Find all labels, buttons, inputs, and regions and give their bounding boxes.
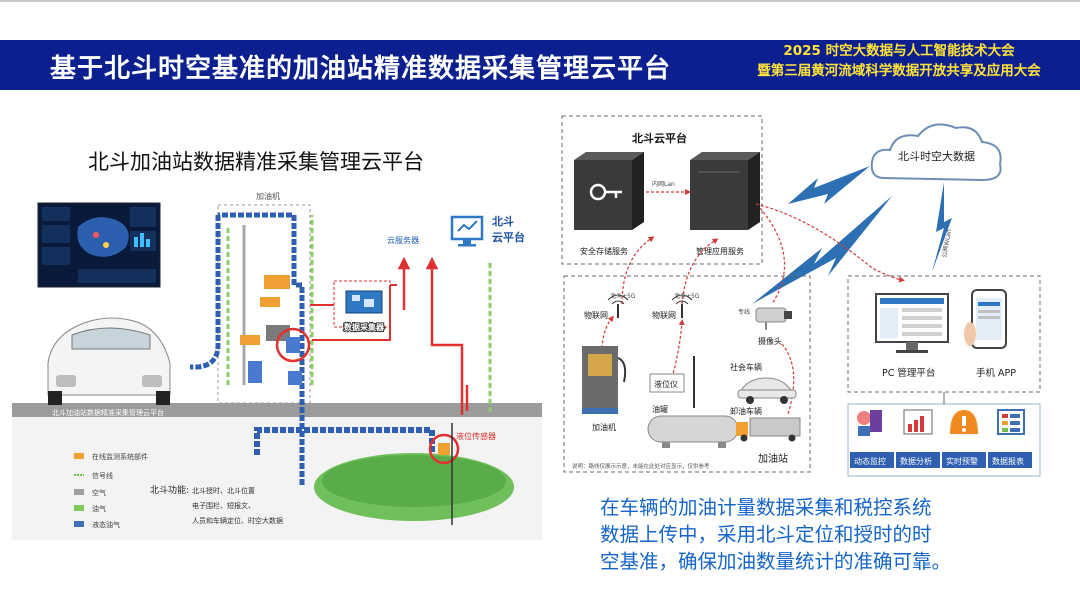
note-text: 说明：路线仅展示示意，未能在此处对应显示，仅供参考 <box>572 462 710 470</box>
dashboard-thumbnail <box>37 202 161 288</box>
module-tag-4 <box>988 452 1032 468</box>
internal-net-label: 内网Lan <box>652 180 675 188</box>
functions-line-2: 电子围栏、短报文、 <box>192 501 255 510</box>
flow-meter-highlight <box>275 327 311 363</box>
phone-icon <box>964 289 1007 349</box>
camera-label: 摄像头 <box>758 336 782 346</box>
gas-station-box <box>563 275 811 473</box>
functions-line-3: 人员和车辆定位、时空大数据 <box>192 516 283 525</box>
pc-monitor-icon <box>875 293 949 353</box>
dedicated-line-label: 专线 <box>738 308 750 316</box>
lightning-bolt-2 <box>752 196 892 304</box>
secure-storage-label: 安全存储服务 <box>580 246 628 256</box>
camera-icon <box>755 307 792 330</box>
car-icon <box>737 377 797 404</box>
conference-line-2: 暨第三届黄河流域科学数据开放共享及应用大会 <box>757 63 1041 79</box>
caption-line-1: 在车辆的加油计量数据采集和税控系统 <box>600 496 932 519</box>
legend-swatch-component <box>74 453 84 459</box>
data-analysis-icon <box>903 409 933 435</box>
level-sensor-label: 液位传感器 <box>456 431 496 441</box>
functions-line-1: 北斗授时、北斗位置 <box>192 486 255 495</box>
spacetime-cloud-label: 北斗时空大数据 <box>898 149 975 163</box>
car-illustration <box>47 317 171 405</box>
caption-line-2: 数据上传中，采用北斗定位和授时的时 <box>600 523 932 546</box>
description-caption: 在车辆的加油计量数据采集和税控系统 数据上传中，采用北斗定位和授时的时 空基准，… <box>600 494 1020 575</box>
public-net-label: 公网WLan <box>941 229 953 259</box>
vapor-pipe <box>226 215 314 385</box>
conference-line-1: 2025 时空大数据与人工智能技术大会 <box>783 43 1015 59</box>
legend-swatch-vapor <box>74 505 84 511</box>
report-icon <box>997 409 1025 435</box>
mobile-app-label: 手机 APP <box>976 367 1016 379</box>
cloud-server-label: 云服务器 <box>387 235 419 245</box>
left-diagram-title: 北斗加油站数据精准采集管理云平台 <box>88 150 424 174</box>
fuel-dispenser-icon <box>582 346 627 414</box>
iot-antenna-icon-a <box>607 294 629 318</box>
iot-label-a: 物联网 <box>584 310 608 320</box>
legend-label-air: 空气 <box>92 488 106 497</box>
conference-name: 2025 时空大数据与人工智能技术大会 暨第三届黄河流域科学数据开放共享及应用大… <box>718 41 1080 89</box>
level-meter-label: 液位仪 <box>654 379 678 389</box>
lightning-bolt-3 <box>932 182 952 272</box>
car-caption: 北斗加油站数据精准采集管理云平台 <box>52 408 164 417</box>
legend-swatch-liquid <box>74 521 84 527</box>
level-sensor-highlight <box>428 433 460 465</box>
module-tag-2 <box>896 452 940 468</box>
legend: 在线监测系统部件 信号线 空气 油气 液态油气 <box>74 452 148 529</box>
storage-server-icon <box>574 152 644 230</box>
gas-station-label: 加油站 <box>758 452 788 465</box>
monitor-icon <box>450 215 484 247</box>
legend-label-component: 在线监测系统部件 <box>92 452 148 461</box>
functions-title: 北斗功能: <box>150 484 189 496</box>
tanker-truck-icon <box>736 417 801 442</box>
page-title: 基于北斗时空基准的加油站精准数据采集管理云平台 <box>50 54 672 84</box>
spacetime-cloud-icon <box>870 123 1002 182</box>
iot-label-b: 物联网 <box>652 310 676 320</box>
lightning-bolt-1 <box>788 166 870 204</box>
beidou-platform-label: 北斗云平台 <box>632 131 687 145</box>
module-label-1: 动态监控 <box>854 456 886 466</box>
social-vehicle-label: 社会车辆 <box>730 362 762 372</box>
dispenser-label: 加油机 <box>256 191 280 201</box>
level-meter-box <box>649 373 685 393</box>
legend-swatch-air <box>74 489 84 495</box>
iot-antenna-icon-b <box>671 294 693 318</box>
title-banner <box>0 40 1080 90</box>
module-tag-3 <box>942 452 986 468</box>
unloading-vehicle-label: 卸油车辆 <box>730 406 762 416</box>
management-service-label: 管理应用服务 <box>696 246 744 256</box>
dynamic-monitor-icon <box>857 410 882 436</box>
module-label-4: 数据报表 <box>992 456 1024 466</box>
legend-label-signal: 信号线 <box>92 471 113 480</box>
beidou-5g-label-a: 北斗+5G <box>610 292 636 300</box>
collector-label: 数据采集器 <box>344 322 385 332</box>
legend-label-liquid: 液态油气 <box>92 520 120 529</box>
beidou-cloud-label-1: 北斗 <box>492 214 514 228</box>
beidou-5g-label-b: 北斗+5G <box>674 292 700 300</box>
module-label-2: 数据分析 <box>900 456 932 466</box>
oil-tank-label: 油罐 <box>652 404 668 414</box>
beidou-cloud-label-2: 云平台 <box>492 230 525 244</box>
station-schematic: 北斗 云平台 加油机 数据采集器 云服务器 液位传感器 <box>12 185 542 540</box>
oil-tank-icon <box>647 415 739 448</box>
liquid-pipe <box>218 212 305 485</box>
module-label-3: 实时预警 <box>946 456 978 466</box>
architecture-diagram: 北斗云平台 内网Lan 安全存储服务 管理应用服务 北斗时空大数据 公网WLan… <box>561 115 1041 477</box>
beidou-platform-box <box>561 115 763 265</box>
ground-layer <box>12 403 542 417</box>
pc-platform-label: PC 管理平台 <box>882 367 935 379</box>
app-server-icon <box>690 152 760 230</box>
module-tag-1 <box>850 452 894 468</box>
legend-label-vapor: 油气 <box>92 504 106 513</box>
dispenser-label-right: 加油机 <box>592 422 616 432</box>
caption-line-3: 空基准，确保加油数量统计的准确可靠。 <box>600 550 952 573</box>
alert-icon <box>950 410 978 434</box>
top-rule <box>0 0 1080 2</box>
